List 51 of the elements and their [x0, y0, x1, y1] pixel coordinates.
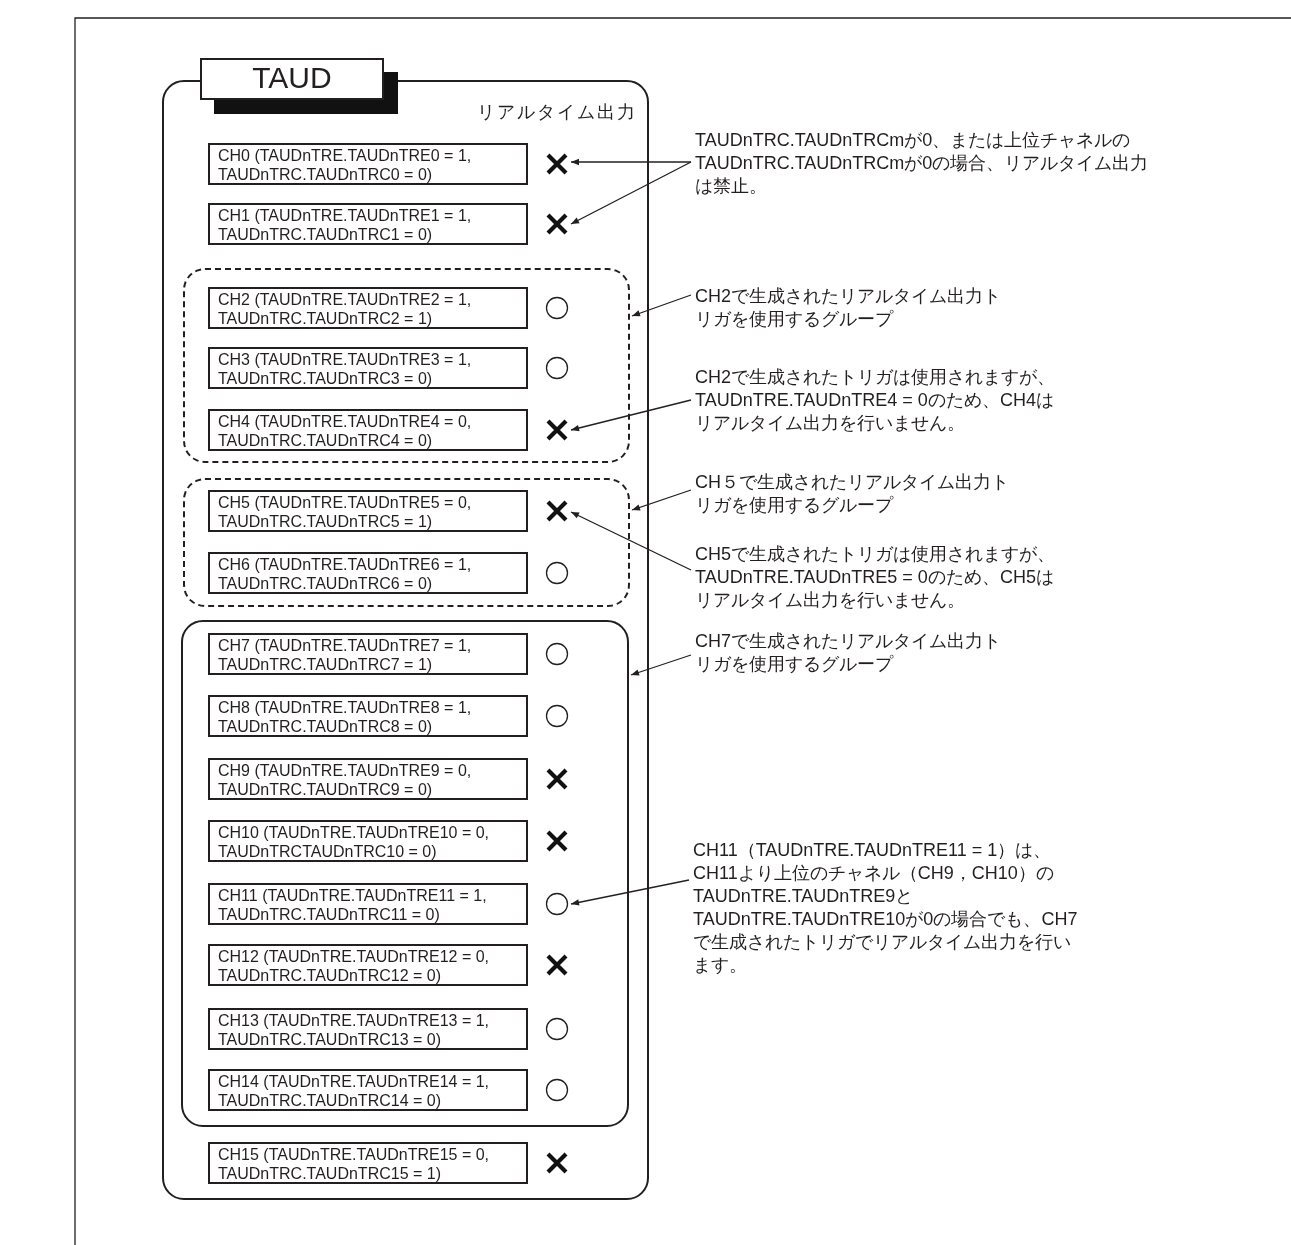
channel-box: CH5 (TAUDnTRE.TAUDnTRE5 = 0, TAUDnTRC.TAUDnTRC5 = 1): [208, 490, 528, 532]
arrow: [570, 511, 692, 571]
channel-box: CH0 (TAUDnTRE.TAUDnTRE0 = 1, TAUDnTRC.TAUDnTRC0 = 0): [208, 143, 528, 185]
arrow: [570, 879, 690, 906]
cross-mark: [545, 499, 569, 523]
group-box: [183, 478, 630, 607]
channel-box: CH1 (TAUDnTRE.TAUDnTRE1 = 1, TAUDnTRC.TAUDnTRC1 = 0): [208, 203, 528, 245]
arrow: [630, 654, 692, 676]
note-text: CH2で生成されたトリガは使用されますが、TAUDnTRE.TAUDnTRE4 = 0のため、CH4はリアルタイム出力を行いません。: [695, 366, 1071, 438]
channel-box: CH12 (TAUDnTRE.TAUDnTRE12 = 0, TAUDnTRC.TAUDnTRC12 = 0): [208, 944, 528, 986]
arrow: [570, 399, 692, 432]
circle-mark: [545, 296, 569, 320]
group-box: [183, 268, 630, 463]
group-box: [181, 620, 629, 1127]
arrow: [631, 294, 692, 317]
cross-mark: [545, 829, 569, 853]
channel-box: CH11 (TAUDnTRE.TAUDnTRE11 = 1, TAUDnTRC.TAUDnTRC11 = 0): [208, 883, 528, 925]
channel-box: CH7 (TAUDnTRE.TAUDnTRE7 = 1, TAUDnTRC.TAUDnTRC7 = 1): [208, 633, 528, 675]
note-text: TAUDnTRC.TAUDnTRCmが0、または上位チャネルのTAUDnTRC.TAUDnTRCmが0の場合、リアルタイム出力は禁止。: [695, 129, 1151, 201]
circle-mark: [545, 892, 569, 916]
note-text: CH2で生成されたリアルタイム出力トリガを使用するグループ: [695, 285, 1017, 333]
channel-box: CH14 (TAUDnTRE.TAUDnTRE14 = 1, TAUDnTRC.TAUDnTRC14 = 0): [208, 1069, 528, 1111]
circle-mark: [545, 642, 569, 666]
channel-box: CH6 (TAUDnTRE.TAUDnTRE6 = 1, TAUDnTRC.TAUDnTRC6 = 0): [208, 552, 528, 594]
circle-mark: [545, 1078, 569, 1102]
arrow: [570, 161, 692, 225]
channel-box: CH15 (TAUDnTRE.TAUDnTRE15 = 0, TAUDnTRC.TAUDnTRC15 = 1): [208, 1142, 528, 1184]
cross-mark: [545, 152, 569, 176]
note-text: CH7で生成されたリアルタイム出力トリガを使用するグループ: [695, 630, 1017, 678]
circle-mark: [545, 704, 569, 728]
cross-mark: [545, 212, 569, 236]
cross-mark: [545, 1151, 569, 1175]
section-heading: リアルタイム出力: [477, 101, 637, 124]
arrow: [631, 489, 692, 511]
note-text: CH５で生成されたリアルタイム出力トリガを使用するグループ: [695, 471, 1023, 519]
circle-mark: [545, 561, 569, 585]
channel-box: CH4 (TAUDnTRE.TAUDnTRE4 = 0, TAUDnTRC.TAUDnTRC4 = 0): [208, 409, 528, 451]
channel-box: CH9 (TAUDnTRE.TAUDnTRE9 = 0, TAUDnTRC.TAUDnTRC9 = 0): [208, 758, 528, 800]
cross-mark: [545, 418, 569, 442]
arrow: [570, 158, 692, 166]
note-text: CH11（TAUDnTRE.TAUDnTRE11 = 1）は、CH11より上位のチャネル（CH9，CH10）のTAUDnTRE.TAUDnTRE9とTAUDnTRE.TAUDnTRE10が0の場合でも、CH7で生成されたトリガでリアルタイム出力を行います。: [693, 839, 1085, 979]
channel-box: CH2 (TAUDnTRE.TAUDnTRE2 = 1, TAUDnTRC.TAUDnTRC2 = 1): [208, 287, 528, 329]
note-text: CH5で生成されたトリガは使用されますが、TAUDnTRE.TAUDnTRE5 = 0のため、CH5はリアルタイム出力を行いません。: [695, 543, 1071, 615]
cross-mark: [545, 767, 569, 791]
cross-mark: [545, 953, 569, 977]
channel-box: CH8 (TAUDnTRE.TAUDnTRE8 = 1, TAUDnTRC.TAUDnTRC8 = 0): [208, 695, 528, 737]
circle-mark: [545, 1017, 569, 1041]
channel-box: CH3 (TAUDnTRE.TAUDnTRE3 = 1, TAUDnTRC.TAUDnTRC3 = 0): [208, 347, 528, 389]
circle-mark: [545, 356, 569, 380]
channel-box: CH10 (TAUDnTRE.TAUDnTRE10 = 0, TAUDnTRCTAUDnTRC10 = 0): [208, 820, 528, 862]
channel-box: CH13 (TAUDnTRE.TAUDnTRE13 = 1, TAUDnTRC.TAUDnTRC13 = 0): [208, 1008, 528, 1050]
